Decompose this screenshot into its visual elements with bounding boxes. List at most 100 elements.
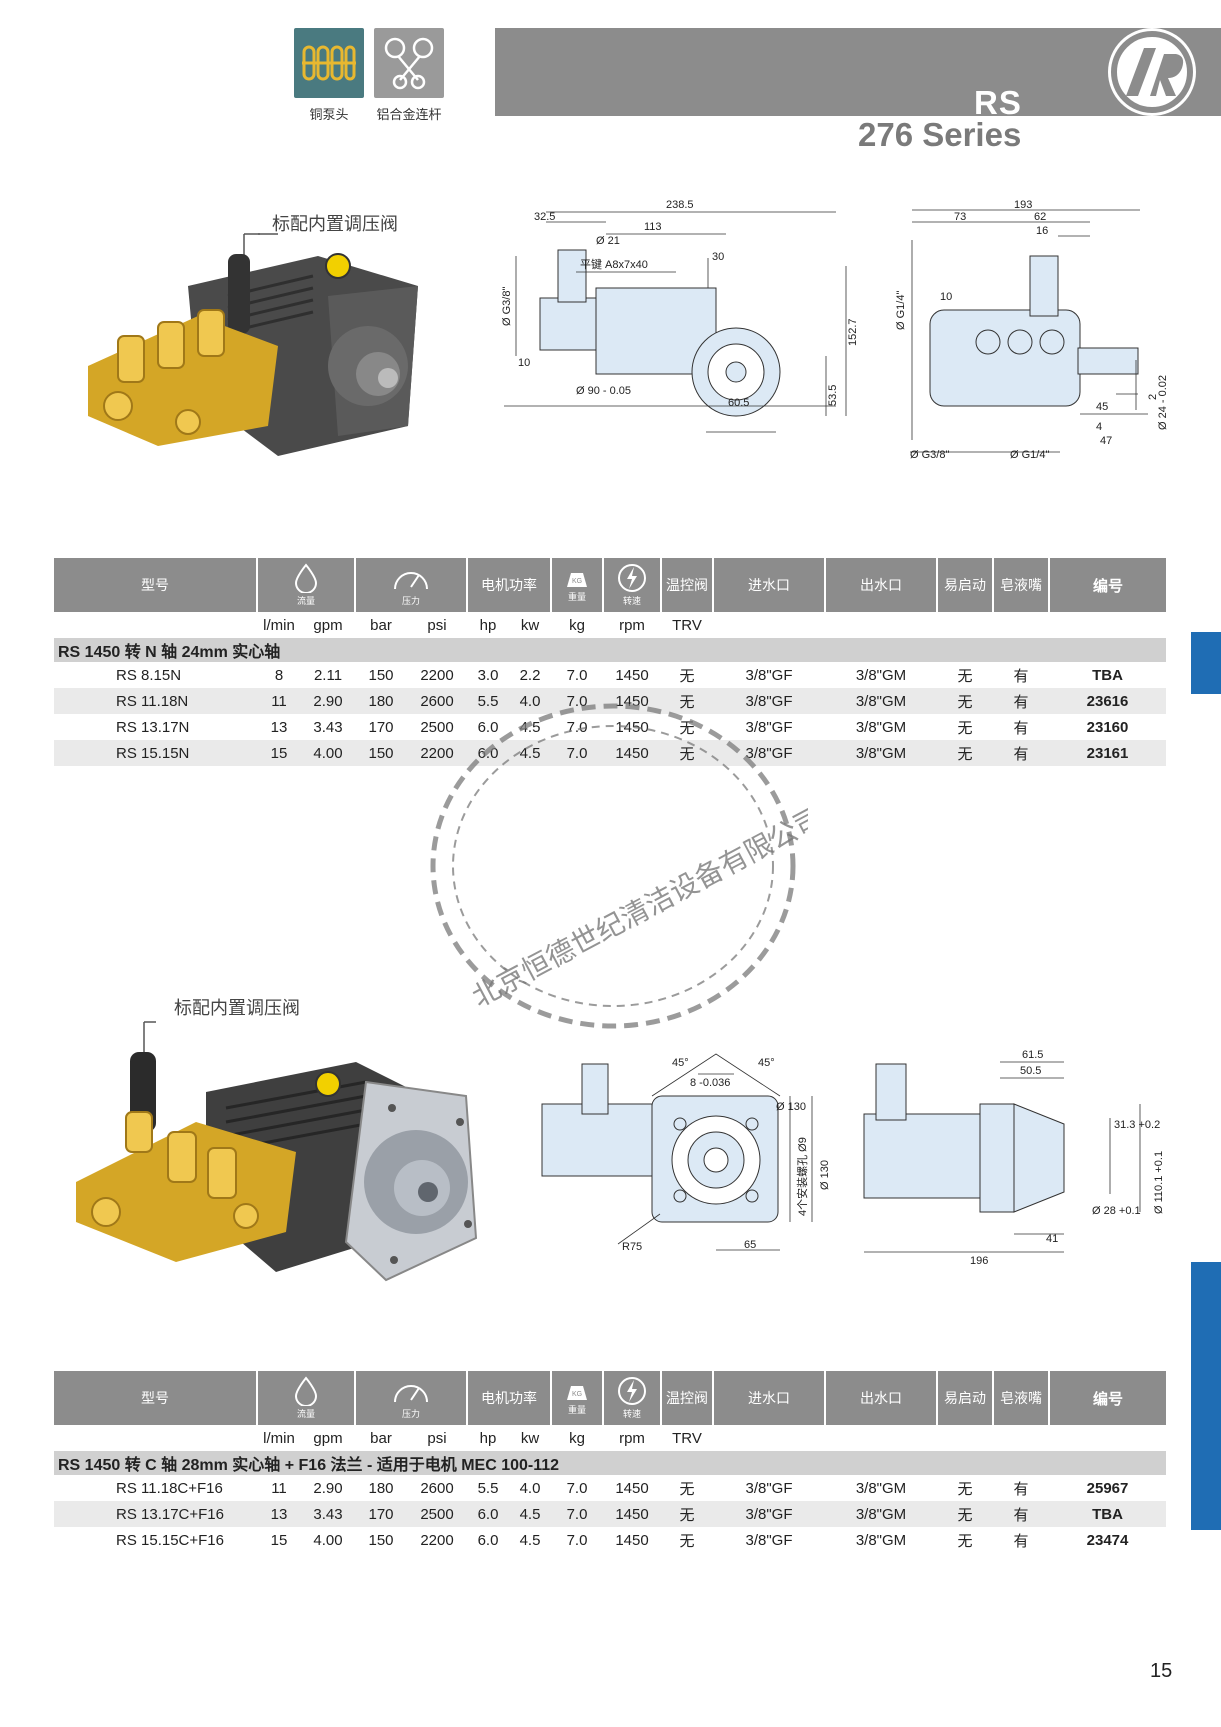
dim-24: Ø 24 - 0.02 <box>1157 375 1169 430</box>
dim-60: 60.5 <box>728 397 749 409</box>
cell-easy: 无 <box>937 740 993 766</box>
cell-inlet: 3/8"GF <box>713 1501 825 1527</box>
stamp-text: 北京恒德世纪清洁设备有限公司 <box>467 801 808 1014</box>
pump-photo-n-shaft <box>88 233 418 456</box>
table-header: 型号 流量 压力 电机功率 KG 重量 转速 温控阀 进水口 出水口 易启动 皂… <box>54 1371 1166 1425</box>
cell-easy: 无 <box>957 719 973 737</box>
weight-icon: KG <box>567 1386 587 1400</box>
dim-90: Ø 90 - 0.05 <box>576 385 631 397</box>
cell-kw: 2.2 <box>519 666 541 684</box>
page-number: 15 <box>1150 1660 1173 1682</box>
cell-trv: 无 <box>679 1480 695 1498</box>
cell-hp: 6.0 <box>467 1501 509 1527</box>
cell-gpm: 3.43 <box>301 1501 355 1527</box>
speed-sub: 转速 <box>622 1409 641 1419</box>
dimension-drawing-flange-side: 61.5 50.5 31.3 +0.2 Ø 28 +0.1 41 196 Ø 1… <box>863 1049 1165 1267</box>
cell-lmin: 15 <box>270 1531 288 1549</box>
pressure-sub: 压力 <box>401 596 420 606</box>
series-header-band <box>495 28 1221 116</box>
col-trv: 温控阀 <box>661 1371 714 1425</box>
pump-photo-c-shaft-flange <box>76 1021 478 1282</box>
cell-trv: 无 <box>661 1501 713 1527</box>
dim-holes: 4个安装螺孔 Ø9 <box>795 1137 809 1216</box>
col-speed: 转速 <box>603 558 662 612</box>
spec-table-n-shaft: 型号 流量 压力 电机功率 KG 重量 转速 温控阀 进水口 出水口 易启动 皂… <box>54 558 1166 766</box>
cell-outlet: 3/8"GM <box>855 1531 907 1549</box>
dim-152: 152.7 <box>847 318 859 346</box>
dim-g14b: Ø G1/4" <box>1010 449 1049 460</box>
dim-62: 62 <box>1034 211 1046 223</box>
cell-model: RS 13.17C+F16 <box>54 1501 257 1527</box>
cell-code: 23161 <box>1049 740 1166 766</box>
cell-bar: 150 <box>368 666 394 684</box>
cell-soap: 有 <box>1013 1480 1029 1498</box>
cell-gpm: 2.90 <box>301 688 355 714</box>
series-code: RS <box>974 84 1022 121</box>
unit: kg <box>569 616 585 634</box>
cell-code: 23160 <box>1086 718 1129 736</box>
cell-gpm: 2.11 <box>313 666 343 684</box>
cell-psi: 2500 <box>407 1501 467 1527</box>
cell-code: 23616 <box>1049 688 1166 714</box>
cell-lmin: 11 <box>257 688 301 714</box>
unit: l/min <box>263 1429 295 1447</box>
cell-soap: 有 <box>1013 1532 1029 1550</box>
dim-g38: Ø G3/8" <box>501 287 513 326</box>
dim-65: 65 <box>744 1239 756 1251</box>
cell-easy: 无 <box>957 667 973 685</box>
cell-code: 25967 <box>1086 1479 1129 1497</box>
series-name: 276 Series <box>858 116 1022 153</box>
section-row: RS 1450 转 N 轴 24mm 实心轴 <box>54 638 1166 662</box>
cell-rpm: 1450 <box>615 718 649 736</box>
col-soap: 皂液嘴 <box>993 558 1050 612</box>
dim-113: 113 <box>644 221 662 233</box>
flow-sub: 流量 <box>296 596 315 606</box>
speed-sub: 转速 <box>622 596 641 606</box>
cell-hp: 5.5 <box>467 688 509 714</box>
cell-inlet: 3/8"GF <box>745 666 793 684</box>
cell-gpm: 4.00 <box>301 740 355 766</box>
section-title: RS 1450 转 N 轴 24mm 实心轴 <box>54 638 1166 662</box>
dim-110: Ø 110.1 +0.1 <box>1153 1151 1165 1214</box>
dim-4: 4 <box>1096 421 1102 433</box>
regulator-callout: 标配内置调压阀 <box>174 998 300 1019</box>
spec-table-c-shaft: 型号 流量 压力 电机功率 KG 重量 转速 温控阀 进水口 出水口 易启动 皂… <box>54 1371 1166 1553</box>
unit: hp <box>479 1429 497 1447</box>
cell-hp: 6.0 <box>477 718 499 736</box>
cell-bar: 170 <box>368 718 394 736</box>
cell-gpm: 3.43 <box>313 718 343 736</box>
cell-outlet: 3/8"GM <box>855 718 907 736</box>
cell-outlet: 3/8"GM <box>855 666 907 684</box>
cell-model: RS 15.15N <box>54 740 257 766</box>
cell-kw: 4.0 <box>509 688 551 714</box>
cell-hp: 3.0 <box>477 666 499 684</box>
col-easy-start: 易启动 <box>937 1371 994 1425</box>
cell-trv: 无 <box>679 1532 695 1550</box>
dim-130: Ø 130 <box>776 1101 806 1113</box>
unit: kw <box>520 616 540 634</box>
cell-bar: 180 <box>355 688 407 714</box>
unit: TRV <box>672 616 702 634</box>
cell-psi: 2200 <box>407 740 467 766</box>
cell-trv: 无 <box>679 667 695 685</box>
dimension-drawing-side: 238.5 32.5 113 Ø 21 平键 A8x7x40 30 10 Ø 9… <box>501 199 859 433</box>
dim-10: 10 <box>518 357 530 369</box>
cell-bar: 170 <box>355 1501 407 1527</box>
cell-model: RS 15.15C+F16 <box>116 1531 224 1549</box>
dim-50: 50.5 <box>1020 1065 1041 1077</box>
dim-130v: Ø 130 <box>819 1160 831 1190</box>
col-model: 型号 <box>54 558 258 612</box>
cell-code: TBA <box>1092 666 1123 684</box>
table-header: 型号 流量 压力 电机功率 KG 重量 转速 温控阀 进水口 出水口 易启动 皂… <box>54 558 1166 612</box>
cell-outlet: 3/8"GM <box>825 1501 937 1527</box>
section-row: RS 1450 转 C 轴 28mm 实心轴 + F16 法兰 - 适用于电机 … <box>54 1451 1166 1475</box>
dim-30: 30 <box>712 251 724 263</box>
col-pressure: 压力 <box>355 1371 468 1425</box>
unit: psi <box>427 616 447 634</box>
cell-rpm: 1450 <box>603 1501 661 1527</box>
cell-easy: 无 <box>937 1501 993 1527</box>
